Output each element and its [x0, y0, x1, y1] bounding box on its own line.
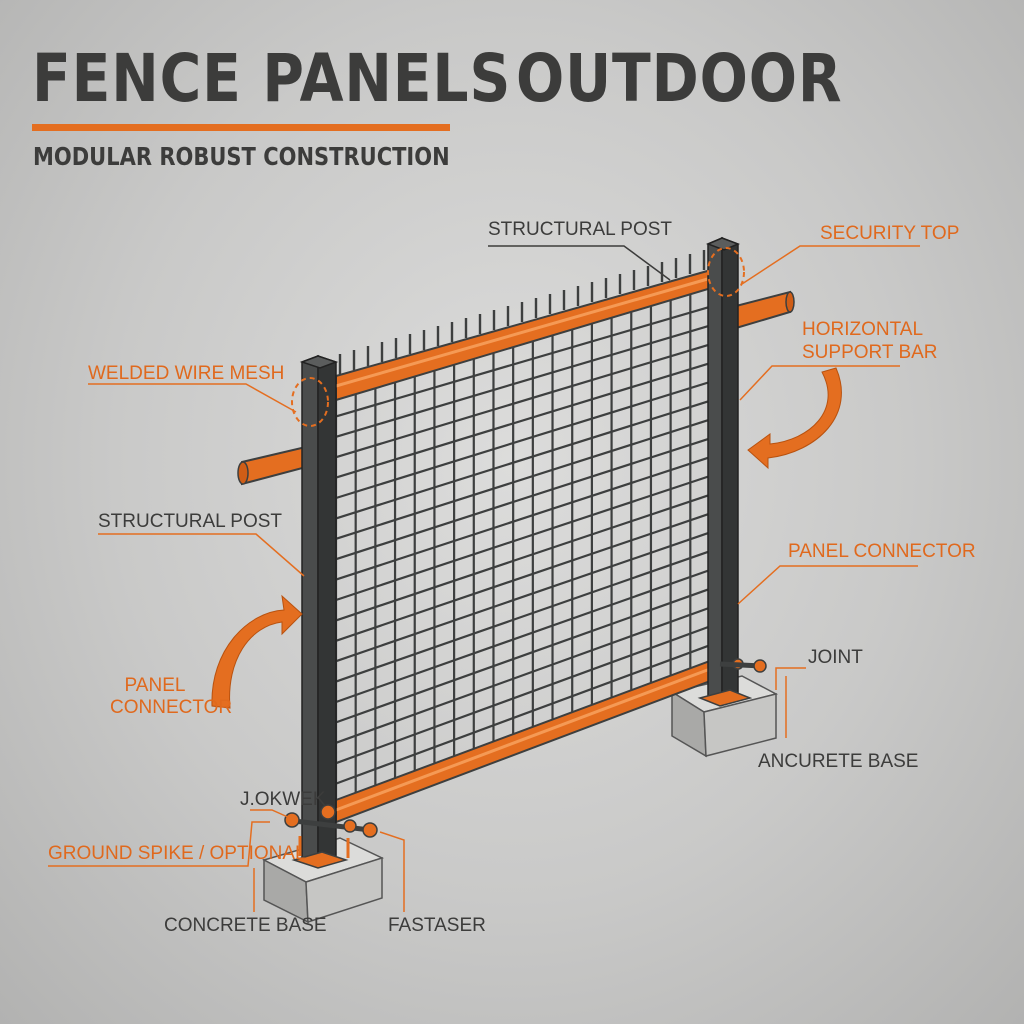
page-title-secondary: OUTDOOR — [516, 40, 843, 117]
label-concrete-base: CONCRETE BASE — [164, 915, 327, 936]
mesh-wire-horizontal — [335, 305, 711, 418]
callout-circle-welded-mesh — [291, 377, 329, 427]
leader-jokwek — [250, 809, 291, 819]
label-security-top: SECURITY TOP — [820, 223, 960, 244]
mesh-wire-horizontal — [335, 625, 711, 765]
security-top-spikes — [338, 250, 706, 374]
label-horizontal-support-line2: SUPPORT BAR — [802, 342, 938, 363]
title-underline — [32, 124, 450, 131]
label-structural-post-top: STRUCTURAL POST — [488, 219, 673, 240]
leader-welded-mesh — [88, 383, 297, 413]
label-panel-connector-right: PANEL CONNECTOR — [788, 541, 976, 562]
page-title: FENCE PANELS — [32, 40, 512, 117]
arrow-horizontal-support — [747, 367, 842, 470]
label-jokwek: J.OKWEK — [240, 789, 326, 810]
base-plate-left — [284, 804, 378, 869]
mesh-wire-horizontal — [335, 550, 711, 683]
structural-post-right — [705, 236, 741, 701]
leader-joint — [775, 667, 806, 690]
mesh-wire-horizontal — [335, 437, 711, 561]
horizontal-support-bar-right — [735, 290, 795, 330]
mesh-wire-horizontal — [335, 493, 711, 622]
horizontal-support-bar-left — [237, 444, 311, 486]
mesh-wire-horizontal — [335, 456, 711, 581]
leader-structural-post-top — [488, 245, 671, 281]
mesh-wire-horizontal — [335, 362, 711, 479]
label-horizontal-support-line1: HORIZONTAL — [802, 319, 924, 340]
label-joint: JOINT — [808, 647, 863, 668]
label-structural-post-left: STRUCTURAL POST — [98, 511, 283, 532]
label-panel-connector-left-line2: CONNECTOR — [110, 697, 233, 718]
structural-post-left — [299, 354, 339, 863]
leader-fastaser — [379, 831, 405, 912]
label-ground-spike: GROUND SPIKE / OPTIONAL — [48, 843, 306, 864]
leader-structural-post-left — [98, 533, 305, 577]
mesh-wire-horizontal — [335, 474, 711, 602]
mesh-wire-horizontal — [335, 568, 711, 704]
arrow-panel-connector — [211, 594, 303, 709]
mesh-wire-horizontal — [335, 587, 711, 724]
label-welded-wire-mesh: WELDED WIRE MESH — [88, 363, 285, 384]
label-ancurete-base: ANCURETE BASE — [758, 751, 919, 772]
mesh-wire-horizontal — [335, 343, 711, 459]
leader-ground-spike — [48, 821, 270, 867]
mesh-wire-horizontal — [335, 324, 711, 438]
mesh-wire-horizontal — [335, 380, 711, 500]
mesh-wire-horizontal — [335, 512, 711, 642]
mesh-wire-horizontal — [335, 399, 711, 520]
callout-circle-security-top — [707, 247, 745, 297]
mesh-wire-horizontal — [335, 606, 711, 744]
mesh-wire-horizontal — [335, 418, 711, 540]
label-panel-connector-left-line1: PANEL — [124, 675, 186, 696]
mesh-wire-horizontal — [335, 531, 711, 663]
page-subtitle: MODULAR ROBUST CONSTRUCTION — [33, 142, 450, 171]
base-plate-right — [697, 658, 767, 707]
leader-horizontal-support — [739, 365, 900, 401]
label-fastaser: FASTASER — [388, 915, 486, 936]
leader-panel-connector-right — [737, 565, 918, 605]
leader-security-top — [741, 245, 920, 285]
concrete-base-right — [670, 675, 779, 758]
mesh-wire-horizontal — [335, 644, 711, 785]
